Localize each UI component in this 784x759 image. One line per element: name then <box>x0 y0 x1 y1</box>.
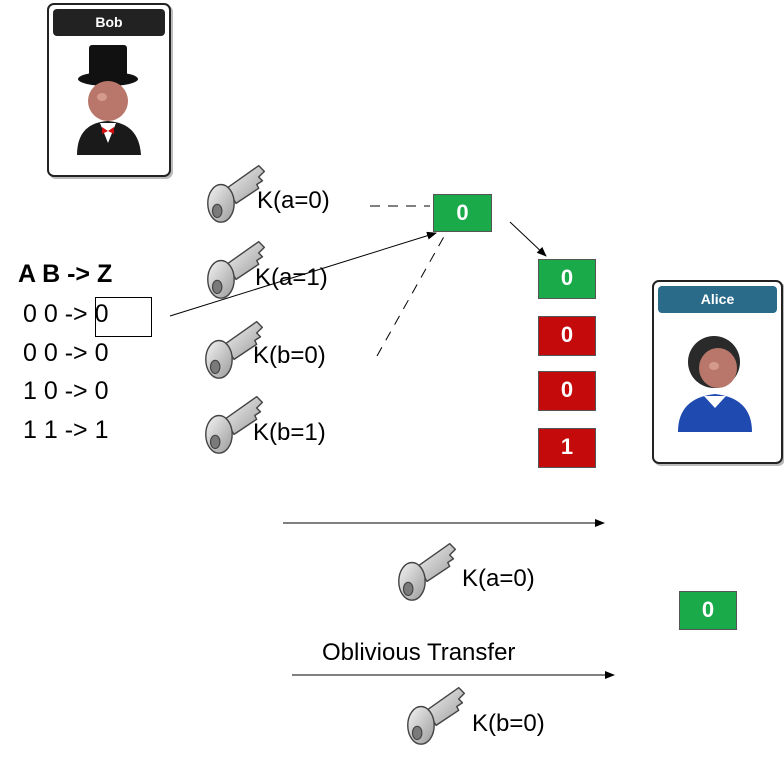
oblivious-transfer-label: Oblivious Transfer <box>322 639 516 666</box>
encrypted-entry: 0 <box>538 259 596 299</box>
row-to-gate-arrow <box>169 231 437 317</box>
encrypted-entry: 1 <box>538 428 596 468</box>
alice-name: Alice <box>658 286 777 313</box>
encrypted-entry: 0 <box>538 371 596 411</box>
truth-table-row: 1 1 -> 1 <box>23 416 109 444</box>
selected-row-highlight <box>95 297 152 337</box>
encrypted-entry: 0 <box>538 316 596 356</box>
key-icon <box>404 682 470 748</box>
result-box: 0 <box>679 591 737 630</box>
key-b-dashed-line <box>376 232 447 357</box>
key-icon <box>395 538 461 604</box>
truth-table-row: 0 0 -> 0 <box>23 339 109 367</box>
alice-avatar-icon <box>678 336 752 432</box>
key-label: K(b=1) <box>253 419 326 446</box>
key-label: K(a=1) <box>255 264 328 291</box>
gate-output-box: 0 <box>433 194 492 232</box>
truth-table-header: A B -> Z <box>18 260 113 288</box>
key-label: K(a=0) <box>257 187 330 214</box>
transfer-key-a-label: K(a=0) <box>462 565 535 592</box>
bob-avatar-icon <box>77 45 141 155</box>
key-label: K(b=0) <box>253 342 326 369</box>
truth-table-row: 0 0 -> 0 <box>23 300 109 328</box>
transfer-key-b-label: K(b=0) <box>472 710 545 737</box>
bob-card: Bob <box>47 3 171 177</box>
truth-table-row: 1 0 -> 0 <box>23 377 109 405</box>
gate-to-table-arrow <box>509 221 547 257</box>
bob-name: Bob <box>53 9 165 36</box>
alice-card: Alice <box>652 280 783 464</box>
